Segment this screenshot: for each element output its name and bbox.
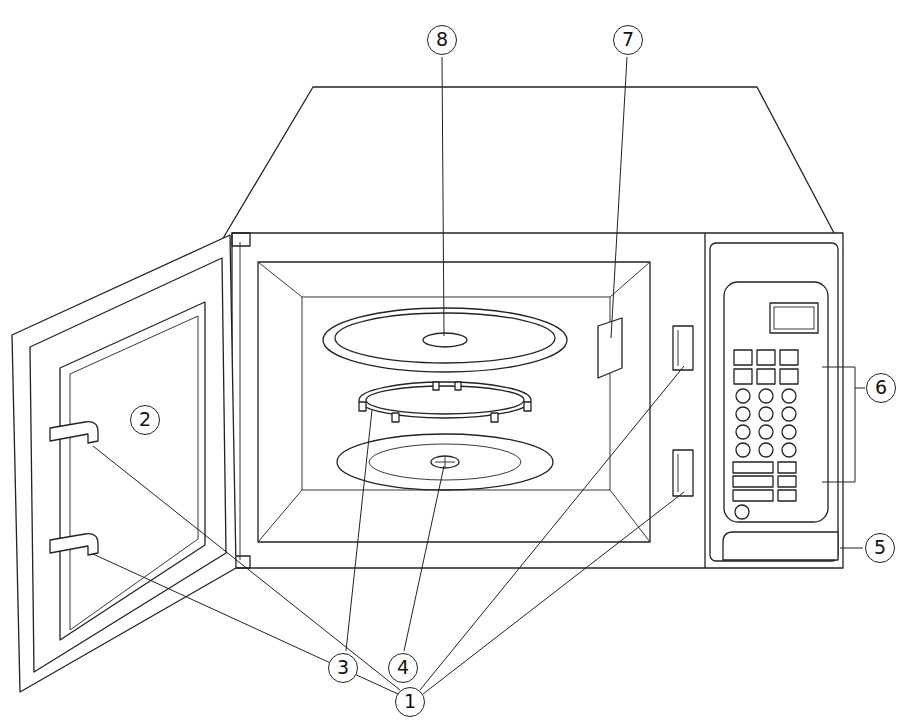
callout-number: 2 [130,405,160,435]
glass-tray [335,313,555,363]
door-window [60,302,205,640]
floor-track [337,434,553,490]
hinge [232,233,250,246]
door [12,235,236,692]
door-window [70,316,198,630]
latch-slot [678,330,679,366]
door-hook [50,422,98,443]
door-hook [50,534,98,555]
front-face [232,233,843,568]
callout-number: 6 [866,373,896,403]
door-frame [30,258,226,672]
callout-number: 7 [613,25,643,55]
panel-inset [724,282,828,522]
roller [524,402,531,411]
callout-number: 1 [395,687,425,717]
floor-track [369,444,521,480]
waveguide-cover [598,318,622,378]
cavity-edge [258,490,302,542]
roller [491,413,498,422]
leader-lines [93,57,865,694]
roller [433,382,439,390]
coupler [431,456,459,468]
cavity-opening [258,262,650,542]
control-panel [710,243,838,561]
door-release-button [723,532,838,560]
coupler-cross [435,457,455,467]
panel-divider [704,233,705,568]
roller [392,413,399,422]
roller [455,382,461,390]
latch-slot [673,326,693,370]
glass-tray [323,308,567,372]
callout-number: 4 [388,653,418,683]
display [770,303,818,333]
cavity-edge [610,262,650,297]
roller-ring [366,386,524,414]
display [774,307,814,329]
callout-number: 5 [865,533,895,563]
roller [359,402,366,411]
callout-number: 3 [328,653,358,683]
body-top-edge [222,87,843,250]
callout-number: 8 [427,25,457,55]
latch-slot [678,454,679,492]
cavity-edge [258,262,302,297]
front-rim [240,242,241,560]
roller-ring [359,382,531,418]
keypad [733,350,798,519]
cavity-back-wall [302,297,610,490]
tray-hub [423,333,467,347]
latch-slot [673,450,693,496]
